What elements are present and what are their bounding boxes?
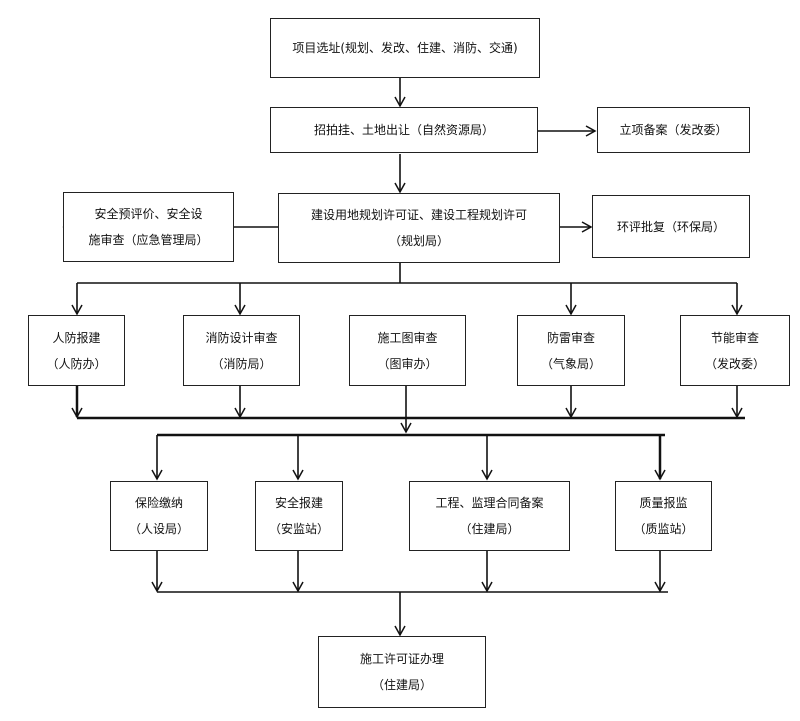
node-lightning-review: 防雷审查 （气象局） (517, 315, 625, 386)
node-label: 保险缴纳 (134, 496, 183, 510)
node-label: 工程、监理合同备案 (435, 496, 544, 510)
node-planning-permit: 建设用地规划许可证、建设工程规划许可 （规划局） (278, 193, 560, 263)
node-label: 施工图审查 (377, 330, 438, 345)
node-drawing-review: 施工图审查 （图审办） (349, 315, 466, 386)
node-label: 项目选址(规划、发改、住建、消防、交通) (292, 41, 518, 55)
node-label: 施工许可证办理 (359, 652, 444, 666)
node-project-filing: 立项备案（发改委） (597, 107, 750, 153)
node-label: 安全预评价、安全设 (94, 207, 203, 221)
node-sublabel: （人防办） (46, 356, 107, 371)
node-label: 消防设计审查 (205, 330, 278, 345)
node-sublabel: （住建局） (459, 522, 520, 536)
node-label: 建设用地规划许可证、建设工程规划许可 (310, 208, 527, 222)
node-label: 节能审查 (710, 330, 759, 345)
node-label: 质量报监 (639, 496, 688, 510)
node-eia-approval: 环评批复（环保局） (592, 195, 750, 258)
node-sublabel: （图审办） (377, 356, 438, 371)
node-safety-review: 安全预评价、安全设施审查（应急管理局） (63, 192, 234, 262)
node-energy-review: 节能审查 （发改委） (680, 315, 790, 386)
node-insurance: 保险缴纳 （人设局） (110, 481, 208, 551)
node-label: 安全报建 (274, 496, 323, 510)
node-label: 招拍挂、土地出让（自然资源局） (313, 123, 494, 137)
node-quality-supervision: 质量报监 （质监站） (615, 481, 712, 551)
node-sublabel: （住建局） (371, 678, 432, 692)
node-fire-design: 消防设计审查 （消防局） (183, 315, 300, 386)
node-safety-filing: 安全报建 （安监站） (255, 481, 343, 551)
node-sublabel: 施审查（应急管理局） (88, 233, 209, 247)
node-site-selection: 项目选址(规划、发改、住建、消防、交通) (270, 18, 540, 78)
node-sublabel: （安监站） (268, 522, 329, 536)
node-label: 防雷审查 (546, 330, 595, 345)
node-sublabel: （规划局） (388, 234, 449, 248)
node-sublabel: （质监站） (633, 522, 694, 536)
node-label: 立项备案（发改委） (619, 123, 728, 137)
node-label: 人防报建 (52, 330, 101, 345)
node-contract-filing: 工程、监理合同备案 （住建局） (409, 481, 570, 551)
node-label: 环评批复（环保局） (616, 219, 725, 234)
node-sublabel: （气象局） (540, 356, 601, 371)
node-sublabel: （发改委） (704, 356, 765, 371)
node-construction-permit: 施工许可证办理 （住建局） (318, 636, 486, 708)
node-land-transfer: 招拍挂、土地出让（自然资源局） (270, 107, 538, 153)
node-sublabel: （消防局） (211, 356, 272, 371)
node-civil-defense: 人防报建 （人防办） (28, 315, 125, 386)
node-sublabel: （人设局） (128, 522, 189, 536)
